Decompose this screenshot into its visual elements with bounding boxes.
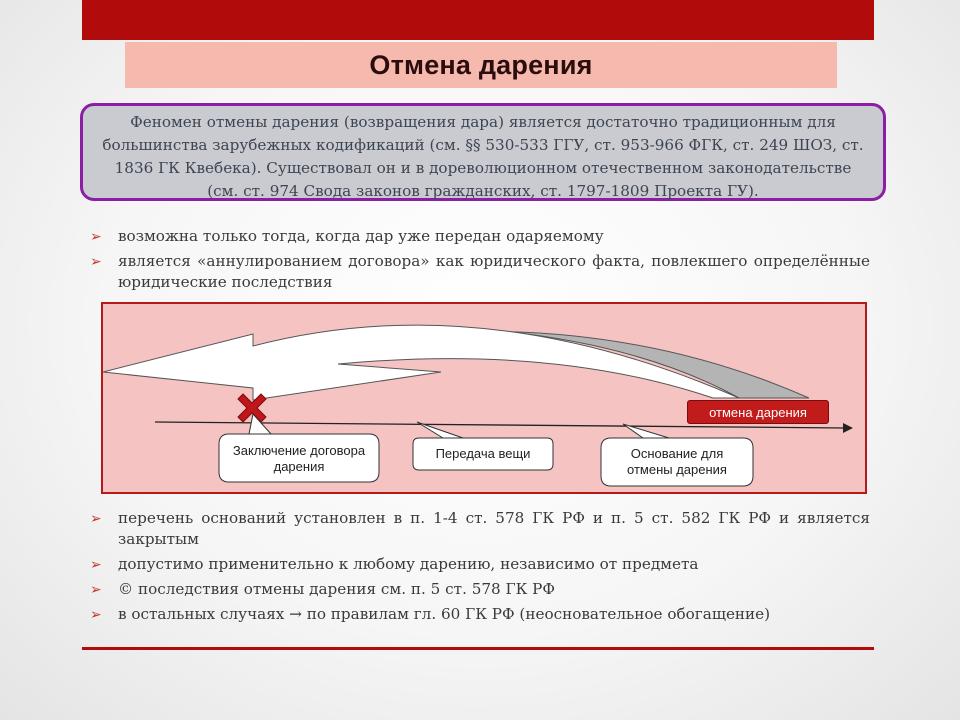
cross-icon	[237, 393, 267, 423]
timeline-graphic	[103, 324, 853, 487]
callout-transfer-label: Передача вещи	[435, 446, 531, 461]
timeline-diagram: Заключение договора дарения Передача вещ…	[101, 302, 867, 494]
callout-grounds-label: Основание для отмены дарения	[627, 446, 727, 477]
callout-bubble-grounds	[600, 423, 754, 487]
arrow-bullet-icon: ➢	[90, 557, 102, 573]
arrow-bullet-icon: ➢	[90, 229, 102, 245]
return-arrow-body	[103, 324, 740, 401]
list-item: ➢возможна только тогда, когда дар уже пе…	[88, 226, 870, 247]
arrow-bullet-icon: ➢	[90, 254, 102, 270]
list-item: ➢в остальных случаях → по правилам гл. 6…	[88, 604, 870, 625]
callout-conclusion-label: Заключение договора дарения	[232, 443, 366, 474]
list-item: ➢© последствия отмены дарения см. п. 5 с…	[88, 579, 870, 600]
intro-box: Феномен отмены дарения (возвращения дара…	[80, 103, 886, 201]
timeline-axis	[154, 421, 846, 429]
top-accent-band	[82, 0, 874, 40]
list-item: ➢является «аннулированием договора» как …	[90, 252, 870, 291]
bullet-list-top: ➢возможна только тогда, когда дар уже пе…	[88, 226, 870, 297]
arrow-bullet-icon: ➢	[90, 607, 102, 623]
callout-bubble-conclusion	[218, 412, 380, 483]
callout-bubble-transfer	[412, 421, 554, 471]
bottom-divider	[82, 647, 874, 650]
list-item: ➢допустимо применительно к любому дарени…	[88, 554, 870, 575]
bullet-list-bottom: ➢перечень оснований установлен в п. 1-4 …	[88, 508, 870, 629]
page-title: Отмена дарения	[369, 49, 593, 80]
arrow-bullet-icon: ➢	[90, 582, 102, 598]
title-bar: Отмена дарения	[125, 42, 837, 88]
revocation-badge: отмена дарения	[687, 400, 829, 424]
arrow-bullet-icon: ➢	[90, 511, 102, 527]
list-item: ➢перечень оснований установлен в п. 1-4 …	[90, 509, 870, 548]
timeline-arrowhead	[843, 423, 853, 433]
